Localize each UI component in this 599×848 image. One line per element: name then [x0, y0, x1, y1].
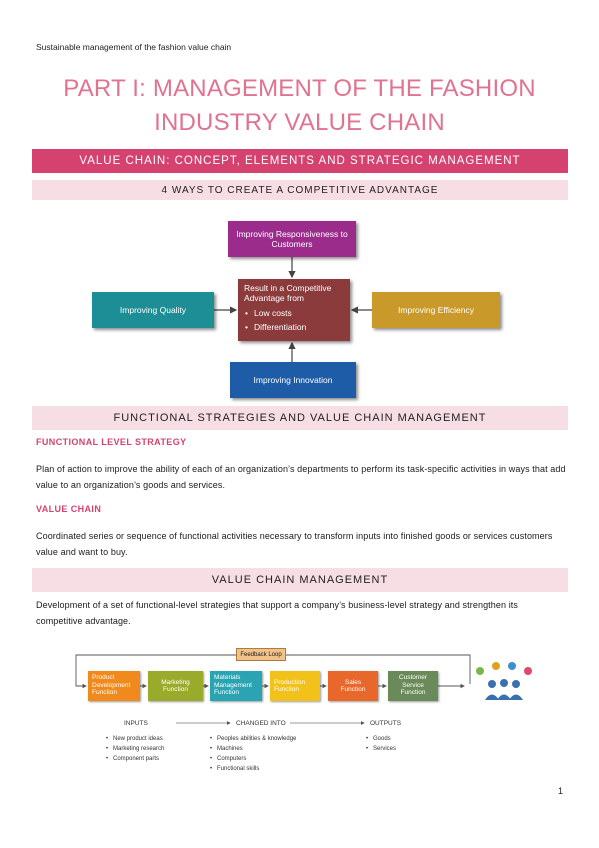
- center-item-differentiation: Differentiation: [244, 320, 344, 334]
- function-label: Production Function: [274, 678, 306, 694]
- function-box-customer-service: Customer Service Function: [388, 671, 438, 701]
- innovation-box: Improving Innovation: [230, 362, 356, 398]
- function-box-materials-management: Materials Management Function: [210, 671, 262, 701]
- list-item: Component parts: [106, 754, 164, 764]
- function-label: Marketing Function: [161, 678, 190, 694]
- title-line-2: INDUSTRY VALUE CHAIN: [154, 109, 445, 136]
- section-banner: VALUE CHAIN: CONCEPT, ELEMENTS AND STRAT…: [32, 149, 568, 173]
- function-label: Customer Service Function: [398, 674, 428, 696]
- list-item: Goods: [366, 734, 396, 744]
- list-item: Services: [366, 744, 396, 754]
- customers-icon: [476, 662, 532, 700]
- function-box-marketing: Marketing Function: [148, 671, 203, 701]
- inputs-list: New product ideas Marketing research Com…: [106, 734, 164, 764]
- list-item: Marketing research: [106, 744, 164, 754]
- value-chain-management-text: Development of a set of functional-level…: [36, 600, 518, 626]
- function-box-production: Production Function: [270, 671, 320, 701]
- sub-banner-functional-strategies: FUNCTIONAL STRATEGIES AND VALUE CHAIN MA…: [32, 406, 568, 430]
- sub-banner-value-chain-management: VALUE CHAIN MANAGEMENT: [32, 568, 568, 592]
- quality-box: Improving Quality: [92, 292, 214, 328]
- page-title: PART I: MANAGEMENT OF THE FASHION INDUST…: [0, 72, 599, 140]
- outputs-list: Goods Services: [366, 734, 396, 754]
- list-item: Computers: [210, 754, 296, 764]
- outputs-heading: OUTPUTS: [370, 720, 402, 727]
- list-item: New product ideas: [106, 734, 164, 744]
- efficiency-box: Improving Efficiency: [372, 292, 500, 328]
- value-chain-heading: VALUE CHAIN: [36, 504, 102, 514]
- center-item-low-costs: Low costs: [244, 306, 344, 320]
- center-list: Low costs Differentiation: [244, 306, 344, 334]
- title-line-1: PART I: MANAGEMENT OF THE FASHION: [63, 75, 536, 102]
- function-label: Product Development Function: [92, 674, 131, 696]
- page-number: 1: [557, 786, 563, 796]
- feedback-loop-label: Feedback Loop: [236, 648, 286, 661]
- list-item: Machines: [210, 744, 296, 754]
- changed-into-list: Peoples abilities & knowledge Machines C…: [210, 734, 296, 774]
- inputs-heading: INPUTS: [124, 720, 148, 727]
- responsiveness-box: Improving Responsiveness to Customers: [228, 221, 356, 257]
- functional-level-text: Plan of action to improve the ability of…: [36, 464, 566, 490]
- function-box-product-development: Product Development Function: [88, 671, 140, 701]
- changed-into-heading: CHANGED INTO: [236, 720, 286, 727]
- list-item: Functional skills: [210, 764, 296, 774]
- list-item: Peoples abilities & knowledge: [210, 734, 296, 744]
- function-label: Materials Management Function: [214, 674, 252, 696]
- center-heading: Result in a Competitive Advantage from: [244, 283, 332, 303]
- running-header: Sustainable management of the fashion va…: [36, 42, 232, 52]
- value-chain-text: Coordinated series or sequence of functi…: [36, 531, 553, 557]
- competitive-advantage-box: Result in a Competitive Advantage from L…: [238, 279, 350, 341]
- function-label: Sales Function: [340, 678, 366, 694]
- function-box-sales: Sales Function: [328, 671, 378, 701]
- functional-level-heading: FUNCTIONAL LEVEL STRATEGY: [36, 437, 187, 447]
- sub-banner-competitive-advantage: 4 WAYS TO CREATE A COMPETITIVE ADVANTAGE: [32, 180, 568, 200]
